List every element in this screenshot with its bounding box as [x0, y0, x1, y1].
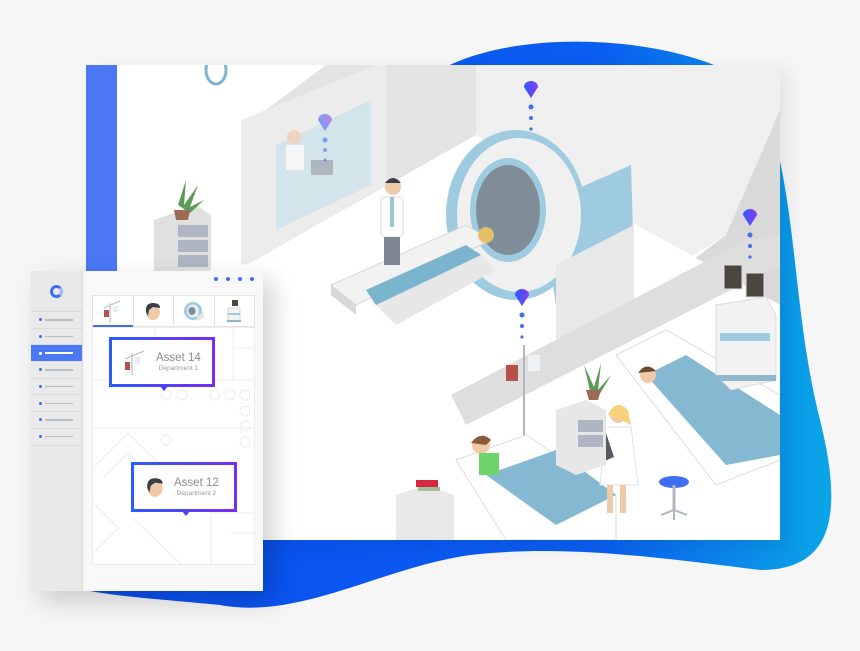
tab-iv-stand[interactable] — [93, 296, 134, 327]
tab-mri-scanner[interactable] — [174, 296, 215, 326]
dot-icon — [39, 401, 42, 405]
sidebar-item-3-active[interactable] — [31, 345, 82, 363]
location-pin-monitor-cart[interactable] — [743, 209, 757, 259]
sidebar-item-2[interactable] — [31, 329, 82, 346]
dot-icon — [39, 418, 42, 422]
sidebar-item-label-placeholder — [45, 402, 73, 405]
callout-pointer — [160, 386, 168, 391]
iv-stand-icon — [124, 350, 145, 375]
sidebar-item-label-placeholder — [45, 319, 73, 321]
plant-cabinet — [154, 180, 211, 285]
sidebar-item-label-placeholder — [45, 369, 73, 371]
bookshelf-cabinet — [396, 480, 454, 540]
dot-icon — [226, 277, 230, 281]
nightstand-plant — [556, 363, 611, 475]
doctor-figure — [380, 178, 404, 265]
sidebar-item-6[interactable] — [31, 395, 82, 413]
sidebar-item-8[interactable] — [31, 429, 82, 446]
sidebar-item-label-placeholder — [45, 435, 73, 438]
sidebar-item-4[interactable] — [31, 362, 82, 379]
sidebar-item-label-placeholder — [45, 419, 73, 421]
sidebar-item-label-placeholder — [45, 352, 73, 354]
dot-icon — [39, 435, 42, 439]
tab-ultrasound-cart[interactable] — [215, 296, 255, 326]
callout-title: Asset 14 — [156, 352, 201, 365]
asset-type-tabs — [92, 295, 255, 327]
asset-tracking-app-panel: Asset 14 Department 1 Asset 12 Departmen… — [31, 271, 263, 591]
dot-icon — [39, 368, 42, 372]
hospital-scene-illustration — [86, 65, 780, 540]
callout-pointer — [182, 511, 190, 516]
patient-table — [330, 224, 496, 325]
dot-icon — [39, 318, 42, 322]
app-main: Asset 14 Department 1 Asset 12 Departmen… — [83, 271, 263, 591]
asset-callout-12[interactable]: Asset 12 Department 2 — [131, 462, 237, 516]
sidebar-item-7[interactable] — [31, 412, 82, 429]
control-room — [241, 65, 386, 265]
patient-bed-1 — [455, 434, 617, 540]
mri-scanner-icon — [183, 302, 204, 321]
callout-subtitle: Department 1 — [158, 364, 199, 372]
sidebar-item-label-placeholder — [45, 385, 73, 388]
dot-icon — [250, 277, 254, 281]
ultrasound-cart-icon — [227, 300, 242, 322]
monitor-cart — [715, 264, 777, 391]
wall-clock-icon — [204, 65, 228, 86]
tab-person[interactable] — [134, 296, 174, 326]
iv-stand-icon — [103, 300, 120, 322]
location-pin-iv-stand[interactable] — [515, 289, 529, 339]
location-pin-mri[interactable] — [524, 81, 538, 131]
sidebar-item-5[interactable] — [31, 379, 82, 396]
dot-icon — [214, 277, 218, 281]
callout-title: Asset 12 — [174, 477, 219, 490]
person-icon — [146, 303, 161, 320]
dot-icon — [39, 335, 42, 339]
more-options-dots[interactable] — [214, 277, 254, 281]
dot-icon — [238, 277, 242, 281]
patient-bed-2 — [615, 329, 780, 486]
asset-callout-14[interactable]: Asset 14 Department 1 — [109, 337, 215, 391]
stool — [659, 476, 689, 520]
location-pin-control-room[interactable] — [318, 114, 332, 162]
dot-icon — [39, 385, 42, 389]
sidebar-item-1[interactable] — [31, 312, 82, 329]
ring-logo-icon — [50, 284, 63, 298]
dot-icon — [39, 351, 42, 355]
app-logo[interactable] — [31, 271, 82, 312]
person-icon — [147, 478, 163, 497]
callout-subtitle: Department 2 — [176, 489, 217, 497]
sidebar-item-label-placeholder — [45, 335, 73, 338]
app-sidebar — [31, 271, 83, 591]
